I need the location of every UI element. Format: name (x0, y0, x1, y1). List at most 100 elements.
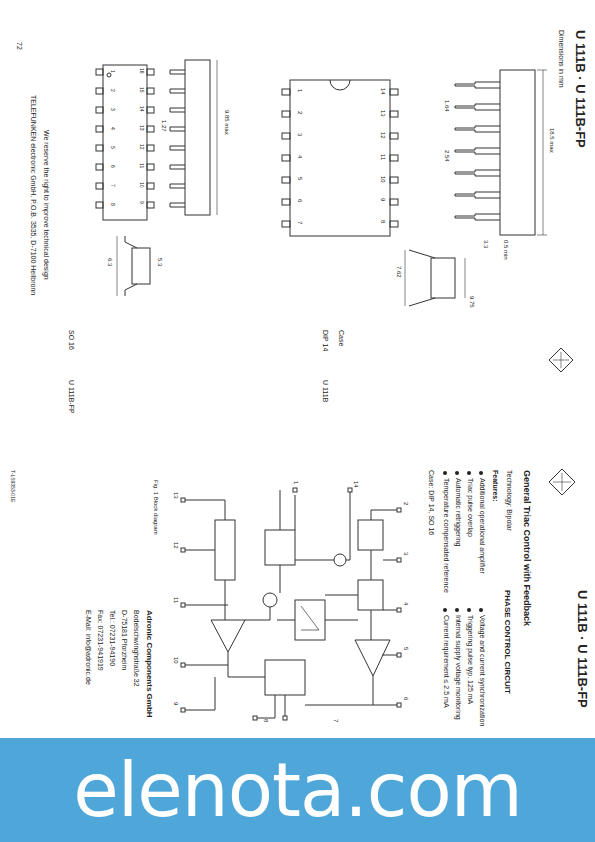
pin-number: 2 (296, 111, 303, 114)
pin (282, 89, 290, 95)
pin-terminal (181, 548, 185, 552)
pin (96, 183, 103, 189)
pin-number: 16 (139, 68, 145, 74)
pin (170, 165, 185, 169)
pin-number: 3 (110, 108, 116, 111)
case-line: Case: DIP 14, SO 16 (427, 470, 435, 535)
pin (170, 70, 185, 74)
doc-number: T-LS9353-01E (10, 470, 16, 502)
pin (282, 133, 290, 139)
page-number: 72 (15, 42, 23, 50)
pin-number: 11 (379, 154, 386, 160)
pin (96, 69, 103, 75)
pin (455, 126, 500, 132)
dimension: 18.5 max (548, 128, 555, 153)
dip-top-view (282, 80, 398, 236)
dimension: 9.85 max (223, 110, 230, 135)
feature-bullets (443, 471, 483, 612)
address: Tel.: 07231-94190 (108, 610, 116, 666)
pin-terminal (397, 608, 401, 612)
pin-number: 5 (402, 647, 409, 650)
pin-number: 9 (139, 201, 145, 204)
case-header: Case (337, 330, 345, 346)
pin-terminal (181, 663, 185, 667)
pin-terminal (397, 558, 401, 562)
pin-number: 9 (172, 702, 179, 705)
so16-top-view (96, 65, 154, 220)
pin-number: 1 (110, 70, 116, 73)
pin (390, 111, 398, 117)
title: U 111B · U 111B-FP (573, 30, 587, 148)
pin-number: 6 (402, 697, 409, 700)
dimension: 5.3 (156, 258, 163, 266)
pin-number: 1 (296, 89, 303, 92)
dimension: 9.75 (468, 296, 475, 308)
pin-number: 6 (110, 165, 116, 168)
pin-number: 12 (172, 542, 179, 549)
distributor: Adronic Components GmbH (144, 610, 153, 718)
dimension: 7.62 (395, 266, 402, 278)
pin-terminal (181, 708, 185, 712)
pin-number: 13 (172, 492, 179, 499)
address: E-Mail: info@adronic.de (84, 610, 92, 685)
pin-number: 8 (262, 719, 269, 722)
pin (147, 69, 154, 75)
pin-number: 1 (292, 481, 299, 484)
pin-number: 3 (402, 552, 409, 555)
pin (147, 107, 154, 113)
pin-terminal (181, 498, 185, 502)
pin (96, 164, 103, 170)
pin (170, 184, 185, 188)
feature-item: Internal supply voltage monitoring (454, 615, 462, 720)
footer-note: We reserve the right to improve technica… (42, 130, 50, 280)
pin (455, 214, 500, 220)
pin (147, 88, 154, 94)
dimension: 1.27 (160, 120, 167, 132)
address: Fax: 07231-941919 (96, 610, 104, 671)
pin-number: 4 (110, 127, 116, 130)
pin (390, 221, 398, 227)
pin (170, 127, 185, 131)
address: Bodelschwinghstraße 32 (132, 610, 140, 687)
pin-terminal (397, 653, 401, 657)
pin (147, 164, 154, 170)
pin (282, 177, 290, 183)
pin (390, 133, 398, 139)
pin-number: 12 (139, 144, 145, 150)
feature-item: Temperature compensated reference (442, 478, 450, 593)
case-name: DIP 14 (321, 330, 329, 351)
feature-item: Voltage and current synchronization (478, 615, 486, 726)
pin (455, 170, 500, 176)
pin (96, 145, 103, 151)
pin (96, 88, 103, 94)
dimension: 6.3 (106, 258, 113, 266)
dimension: 1.64 (443, 100, 450, 112)
type-name: U 111B (321, 380, 329, 402)
subtitle: Dimensions in mm (557, 30, 565, 88)
pin-number: 11 (172, 597, 179, 603)
pin (282, 155, 290, 161)
pin (147, 126, 154, 132)
so16-side-view (170, 60, 217, 215)
case-name: SO 16 (67, 330, 75, 350)
pin-number: 14 (352, 481, 359, 488)
pin-number: 7 (332, 719, 339, 722)
pin (390, 199, 398, 205)
pin-number: 8 (379, 220, 386, 223)
pin-number: 15 (139, 87, 145, 93)
pin (147, 202, 154, 208)
watermark-text: elenota.com (73, 747, 522, 833)
pin-number: 7 (110, 184, 116, 187)
pin (282, 221, 290, 227)
type-name: U 111B-FP (67, 380, 75, 414)
feature-item: Automatic retriggering (454, 478, 462, 546)
pin (170, 108, 185, 112)
feature-item: Additional operational amplifier (478, 478, 486, 574)
dimension: 2.54 (443, 150, 450, 162)
pin (455, 82, 500, 88)
pin-terminal (181, 603, 185, 607)
pin (455, 148, 500, 154)
pin (390, 89, 398, 95)
